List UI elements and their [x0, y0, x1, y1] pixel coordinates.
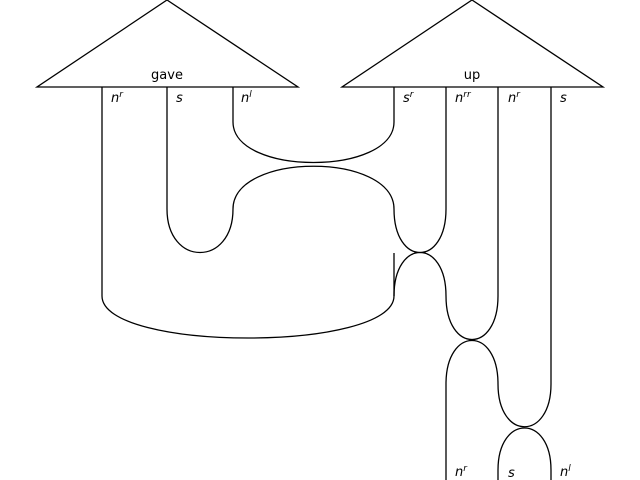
wire-output-nr	[445, 87, 552, 480]
type-label-out-nr: nr	[455, 464, 468, 480]
type-label-out-nl: nl	[560, 464, 571, 480]
type-label-up-nrr: nrr	[455, 90, 472, 106]
wire-type-labels: nr s nl sr nrr nr s nr s nl	[111, 90, 571, 480]
type-label-up-sr: sr	[403, 90, 415, 106]
type-label-gave-nr: nr	[111, 90, 124, 106]
gave-label: gave	[151, 68, 183, 83]
wire-cap-up-nrr	[393, 87, 499, 340]
wire-cup-gave-nr-up-sr	[101, 87, 395, 339]
up-triangle	[339, 0, 606, 88]
wires	[101, 87, 552, 480]
wire-output-s-nl	[497, 427, 552, 480]
wire-cup-gave-nl-up-sr	[232, 87, 395, 164]
type-label-up-s: s	[560, 91, 567, 106]
type-label-out-s: s	[508, 466, 515, 480]
up-label: up	[464, 68, 481, 83]
type-label-up-nr: nr	[508, 90, 521, 106]
wire-cap-middle	[232, 87, 447, 253]
type-label-gave-nl: nl	[241, 90, 252, 106]
wire-cup-gave-s	[166, 87, 234, 254]
box-gave: gave	[34, 0, 301, 88]
box-up: up	[339, 0, 606, 88]
gave-triangle	[34, 0, 301, 88]
type-label-gave-s: s	[176, 91, 183, 106]
